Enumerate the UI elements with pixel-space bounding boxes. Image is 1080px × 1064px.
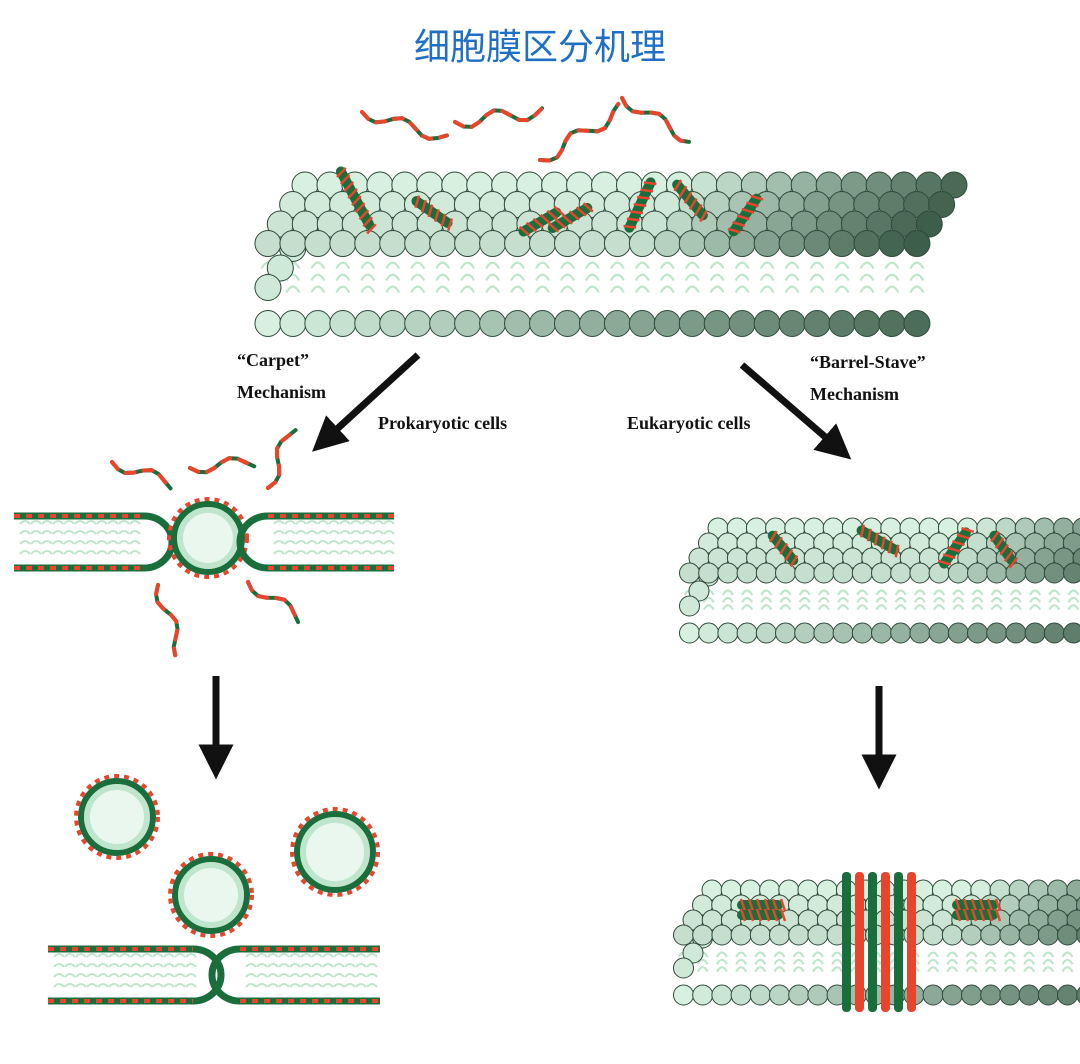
diagram-title: 细胞膜区分机理	[413, 27, 666, 68]
barrel-stave-label-line2: Mechanism	[810, 384, 899, 404]
inserted-peptide	[952, 908, 1002, 922]
inserted-peptide	[518, 205, 565, 237]
inserted-peptide	[411, 195, 454, 232]
inserted-peptide	[672, 179, 708, 223]
carpet-disrupted-membrane	[14, 428, 395, 658]
inserted-peptide	[623, 177, 657, 233]
inserted-peptide	[335, 166, 377, 235]
inserted-peptide	[856, 524, 900, 558]
membrane-with-inserted-peptides	[679, 517, 1080, 644]
inserted-peptide	[952, 898, 1002, 912]
free-peptide	[360, 110, 449, 141]
barrel-stave-label-line1: “Barrel-Stave”	[810, 352, 926, 372]
intact-membrane-with-peptides	[254, 96, 968, 337]
peptide-micelle	[168, 852, 254, 938]
transmembrane-pore	[842, 872, 916, 1012]
bilayer-fragment	[236, 512, 395, 572]
inserted-peptide	[767, 530, 799, 568]
bilayer-fragment	[48, 945, 225, 1005]
eukaryotic-label: Eukaryotic cells	[627, 413, 751, 433]
prokaryotic-label: Prokaryotic cells	[378, 413, 508, 433]
peptide-micelle	[290, 807, 380, 897]
inserted-peptide	[727, 193, 764, 237]
arrow-barrel-stave	[739, 362, 852, 460]
membrane-with-pore	[673, 872, 1080, 1012]
free-peptide	[620, 96, 691, 144]
bilayer-fragment	[208, 945, 380, 1005]
inserted-peptide	[938, 526, 975, 569]
free-peptide	[246, 580, 301, 625]
bilayer-fragment	[14, 512, 176, 572]
carpet-label-line1: “Carpet”	[237, 350, 309, 370]
arrow-carpet	[312, 352, 421, 452]
free-peptide	[453, 106, 544, 129]
inserted-peptide	[737, 908, 787, 922]
process-arrows	[198, 352, 897, 790]
peptide-micelle	[167, 497, 249, 579]
inserted-peptide	[737, 898, 787, 912]
carpet-label-line2: Mechanism	[237, 382, 326, 402]
inserted-peptide	[547, 202, 594, 233]
peptide-micelle	[74, 774, 160, 860]
inserted-peptide	[989, 530, 1019, 569]
micelle-fragments	[48, 774, 380, 1005]
